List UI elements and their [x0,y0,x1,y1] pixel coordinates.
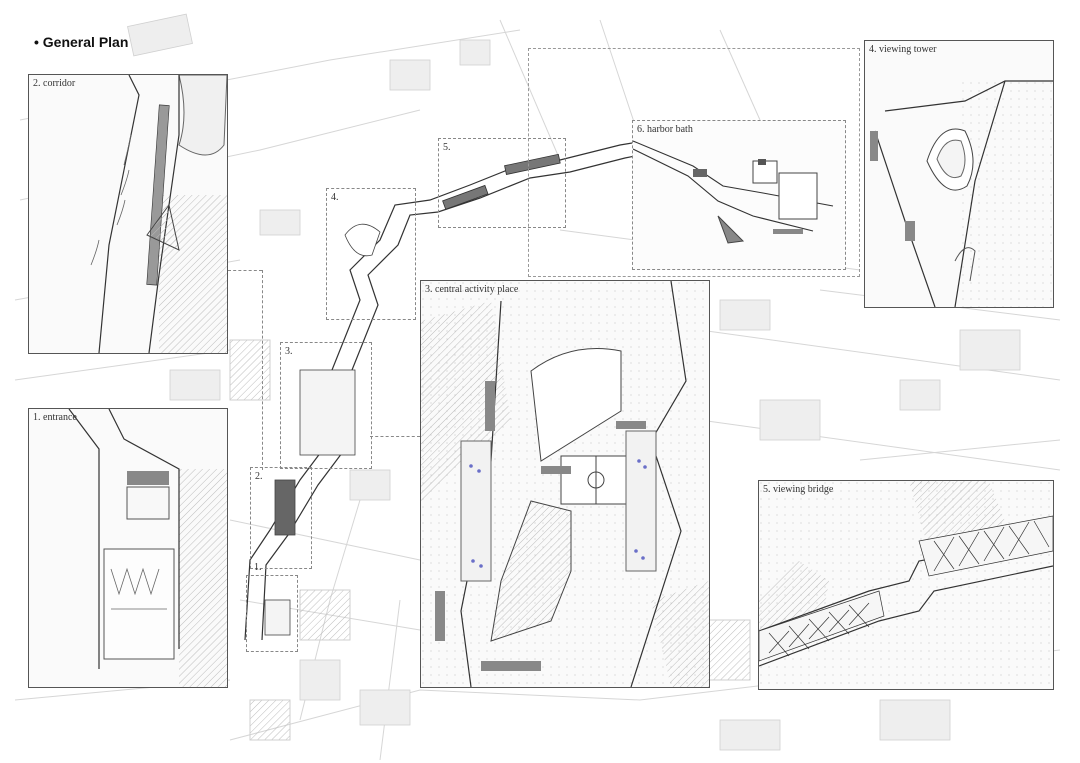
viewing-bridge-detail-drawing [759,481,1053,689]
leader-line [262,270,263,470]
panel-entrance: 1. entrance [28,408,228,688]
panel-label: 5. viewing bridge [763,484,834,495]
central-activity-detail-drawing [421,281,709,687]
callout-entrance-label: 1. [254,562,262,573]
corridor-detail-drawing [90,75,227,353]
leader-line [370,436,420,437]
panel-harbor-bath: 6. harbor bath [632,120,846,270]
callout-corridor: 2. [250,467,312,569]
panel-viewing-bridge: 5. viewing bridge [758,480,1054,690]
harbor-bath-detail-drawing [633,140,834,244]
leader-line [228,270,262,271]
viewing-tower-detail-drawing [870,80,1053,307]
callout-central-activity: 3. [280,342,372,469]
callout-entrance [246,575,298,652]
panel-corridor: 2. corridor [28,74,228,354]
panel-label: 4. viewing tower [869,44,937,55]
panel-viewing-tower: 4. viewing tower [864,40,1054,308]
panel-label: 6. harbor bath [637,124,693,135]
callout-harbor-bath-overview [528,48,860,277]
callout-label: 3. [285,346,293,357]
callout-viewing-bridge: 5. [438,138,566,228]
sheet-title: • General Plan [34,34,129,50]
callout-viewing-tower: 4. [326,188,416,320]
callout-label: 5. [443,142,451,153]
panel-label: 1. entrance [33,412,77,423]
panel-central-activity-place: 3. central activity place [420,280,710,688]
panel-label: 3. central activity place [425,284,519,295]
entrance-detail-drawing [68,409,227,687]
callout-label: 2. [255,471,263,482]
panel-label: 2. corridor [33,78,76,89]
callout-label: 4. [331,192,339,203]
